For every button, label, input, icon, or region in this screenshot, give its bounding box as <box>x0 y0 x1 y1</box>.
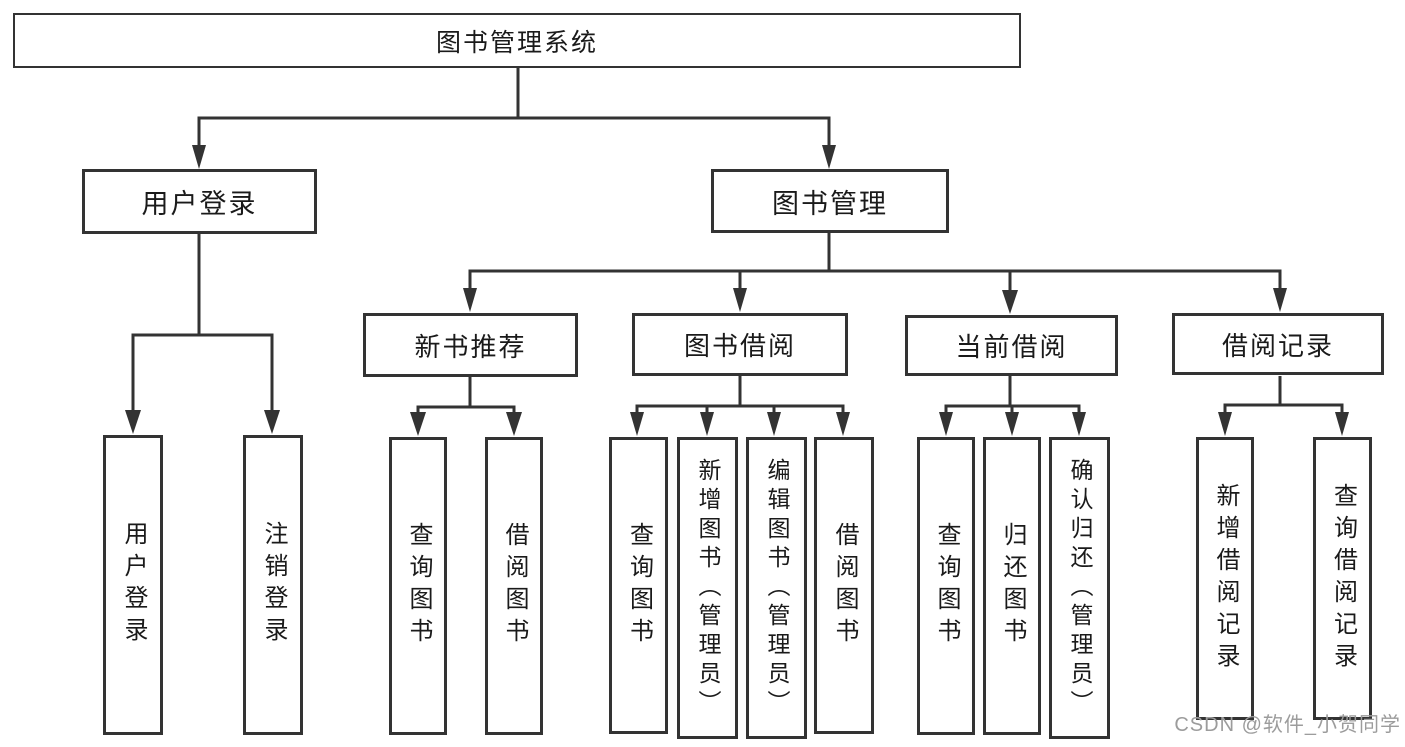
leaf-borrow-books-recommend: 借阅图书 <box>485 437 543 735</box>
node-book-management-label: 图书管理 <box>772 188 888 219</box>
leaf-borrow-books-label: 借阅图书 <box>831 521 858 650</box>
leaf-borrow-books: 借阅图书 <box>814 437 874 734</box>
leaf-add-borrow-record: 新增借阅记录 <box>1196 437 1254 720</box>
leaf-edit-books-admin: 编辑图书（管理员） <box>746 437 807 739</box>
node-book-borrow-label: 图书借阅 <box>683 331 796 361</box>
node-user-login: 用户登录 <box>82 169 317 234</box>
node-new-book-recommend: 新书推荐 <box>363 313 578 377</box>
leaf-user-login-label: 用户登录 <box>120 521 147 649</box>
connector-book-mgmt-children <box>468 233 1282 296</box>
node-current-borrow-label: 当前借阅 <box>955 332 1068 362</box>
leaf-query-books-borrow: 查询图书 <box>609 437 668 734</box>
leaf-add-books-admin: 新增图书（管理员） <box>677 437 738 739</box>
node-book-management: 图书管理 <box>711 169 949 233</box>
node-root: 图书管理系统 <box>13 13 1021 68</box>
leaf-return-books-label: 归还图书 <box>999 522 1026 650</box>
connector-root-to-level2 <box>197 68 831 152</box>
leaf-user-login: 用户登录 <box>103 435 163 735</box>
leaf-query-books-current-label: 查询图书 <box>933 522 960 650</box>
leaf-confirm-return-admin-label: 确认归还（管理员） <box>1067 457 1093 719</box>
leaf-query-books-current: 查询图书 <box>917 437 975 735</box>
leaf-query-borrow-record: 查询借阅记录 <box>1313 437 1372 720</box>
arrow-down-icon <box>264 410 280 434</box>
leaf-confirm-return-admin: 确认归还（管理员） <box>1049 437 1110 739</box>
leaf-add-borrow-record-label: 新增借阅记录 <box>1212 482 1239 675</box>
node-new-book-recommend-label: 新书推荐 <box>414 331 527 362</box>
arrow-down-icon <box>1335 412 1349 436</box>
arrow-down-icon <box>733 288 747 312</box>
leaf-query-borrow-record-label: 查询借阅记录 <box>1329 482 1357 675</box>
leaf-edit-books-admin-label: 编辑图书（管理员） <box>764 457 790 719</box>
arrow-down-icon <box>410 412 426 436</box>
arrow-down-icon <box>630 412 644 436</box>
node-root-label: 图书管理系统 <box>435 28 598 57</box>
arrow-down-icon <box>939 412 953 436</box>
arrow-down-icon <box>1005 412 1019 436</box>
arrow-down-icon <box>822 145 836 169</box>
arrow-down-icon <box>1002 290 1018 314</box>
leaf-logout: 注销登录 <box>243 435 303 735</box>
arrow-down-icon <box>767 412 781 436</box>
node-borrow-records: 借阅记录 <box>1172 313 1384 375</box>
leaf-query-books-recommend: 查询图书 <box>389 437 447 735</box>
arrow-down-icon <box>463 288 477 312</box>
node-borrow-records-label: 借阅记录 <box>1221 330 1334 361</box>
connector-user-login-children <box>131 234 274 414</box>
arrow-down-icon <box>1072 412 1086 436</box>
arrow-down-icon <box>125 410 141 434</box>
node-book-borrow: 图书借阅 <box>632 313 848 376</box>
arrow-down-icon <box>506 412 522 436</box>
arrow-down-icon <box>192 145 206 169</box>
leaf-add-books-admin-label: 新增图书（管理员） <box>695 457 721 719</box>
connector-current-borrow-children <box>944 376 1081 420</box>
node-current-borrow: 当前借阅 <box>905 315 1118 376</box>
connector-book-borrow-children <box>635 376 845 420</box>
connector-new-book-children <box>416 377 516 420</box>
leaf-logout-label: 注销登录 <box>260 521 287 649</box>
arrow-down-icon <box>1273 288 1287 312</box>
csdn-watermark: CSDN @软件_小贺同学 <box>1174 714 1401 736</box>
arrow-down-icon <box>1218 412 1232 436</box>
connector-borrow-records-children <box>1223 376 1344 420</box>
leaf-return-books: 归还图书 <box>983 437 1041 735</box>
arrow-down-icon <box>836 412 850 436</box>
leaf-query-books-borrow-label: 查询图书 <box>625 521 653 650</box>
arrow-down-icon <box>700 412 714 436</box>
leaf-query-books-recommend-label: 查询图书 <box>405 522 432 650</box>
node-user-login-label: 用户登录 <box>141 189 258 219</box>
leaf-borrow-books-recommend-label: 借阅图书 <box>501 522 528 650</box>
